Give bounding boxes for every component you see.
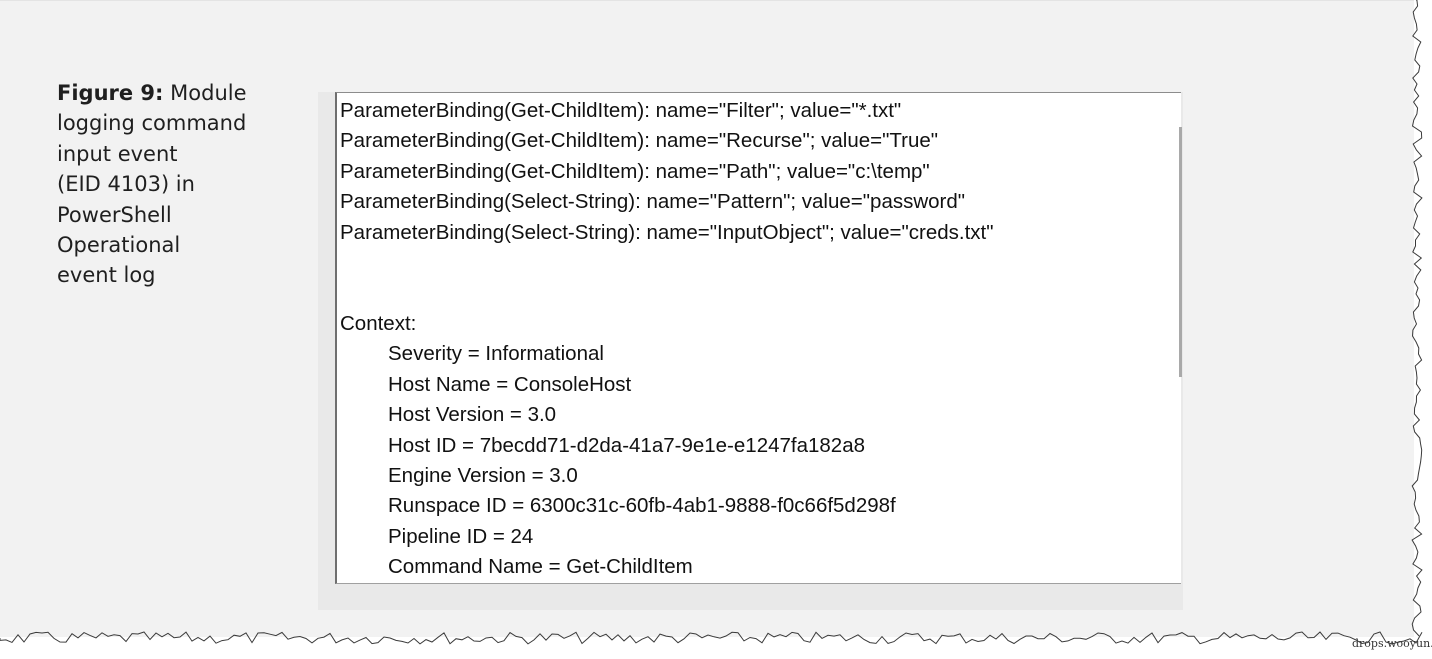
watermark: drops.wooyun.org (1352, 637, 1432, 650)
caption-line: Module (170, 81, 247, 105)
torn-edge-bottom (0, 631, 1423, 645)
caption-line: PowerShell (57, 202, 172, 227)
torn-edge-right (1411, 0, 1423, 637)
parameter-binding-line: ParameterBinding(Select-String): name="I… (340, 220, 994, 244)
context-field: Host Name = ConsoleHost (388, 372, 632, 396)
context-field: Host Version = 3.0 (388, 403, 557, 427)
parameter-binding-line: ParameterBinding(Get-ChildItem): name="F… (340, 99, 902, 122)
caption-line: event log (57, 263, 156, 288)
caption-line: Operational (57, 233, 181, 258)
event-message-box[interactable]: ParameterBinding(Get-ChildItem): name="F… (335, 92, 1181, 584)
figure-caption: Figure 9: Module logging command input e… (57, 78, 282, 291)
caption-line: input event (57, 141, 178, 166)
context-field: Host ID = 7becdd71-d2da-41a7-9e1e-e1247f… (388, 433, 865, 457)
context-field: Command Name = Get-ChildItem (388, 555, 693, 579)
context-field: Engine Version = 3.0 (388, 464, 578, 487)
caption-line: (EID 4103) in (57, 172, 195, 197)
parameter-binding-line: ParameterBinding(Get-ChildItem): name="P… (340, 159, 930, 183)
context-field: Pipeline ID = 24 (388, 524, 534, 548)
scrollbar[interactable] (1179, 127, 1182, 377)
caption-line: logging command (57, 111, 247, 136)
parameter-binding-line: ParameterBinding(Get-ChildItem): name="R… (340, 129, 939, 153)
parameter-binding-line: ParameterBinding(Select-String): name="P… (340, 190, 966, 214)
figure-label: Figure 9: (57, 81, 164, 105)
context-field: Runspace ID = 6300c31c-60fb-4ab1-9888-f0… (388, 494, 896, 518)
context-field: Severity = Informational (388, 342, 604, 366)
context-header: Context: (340, 312, 417, 335)
